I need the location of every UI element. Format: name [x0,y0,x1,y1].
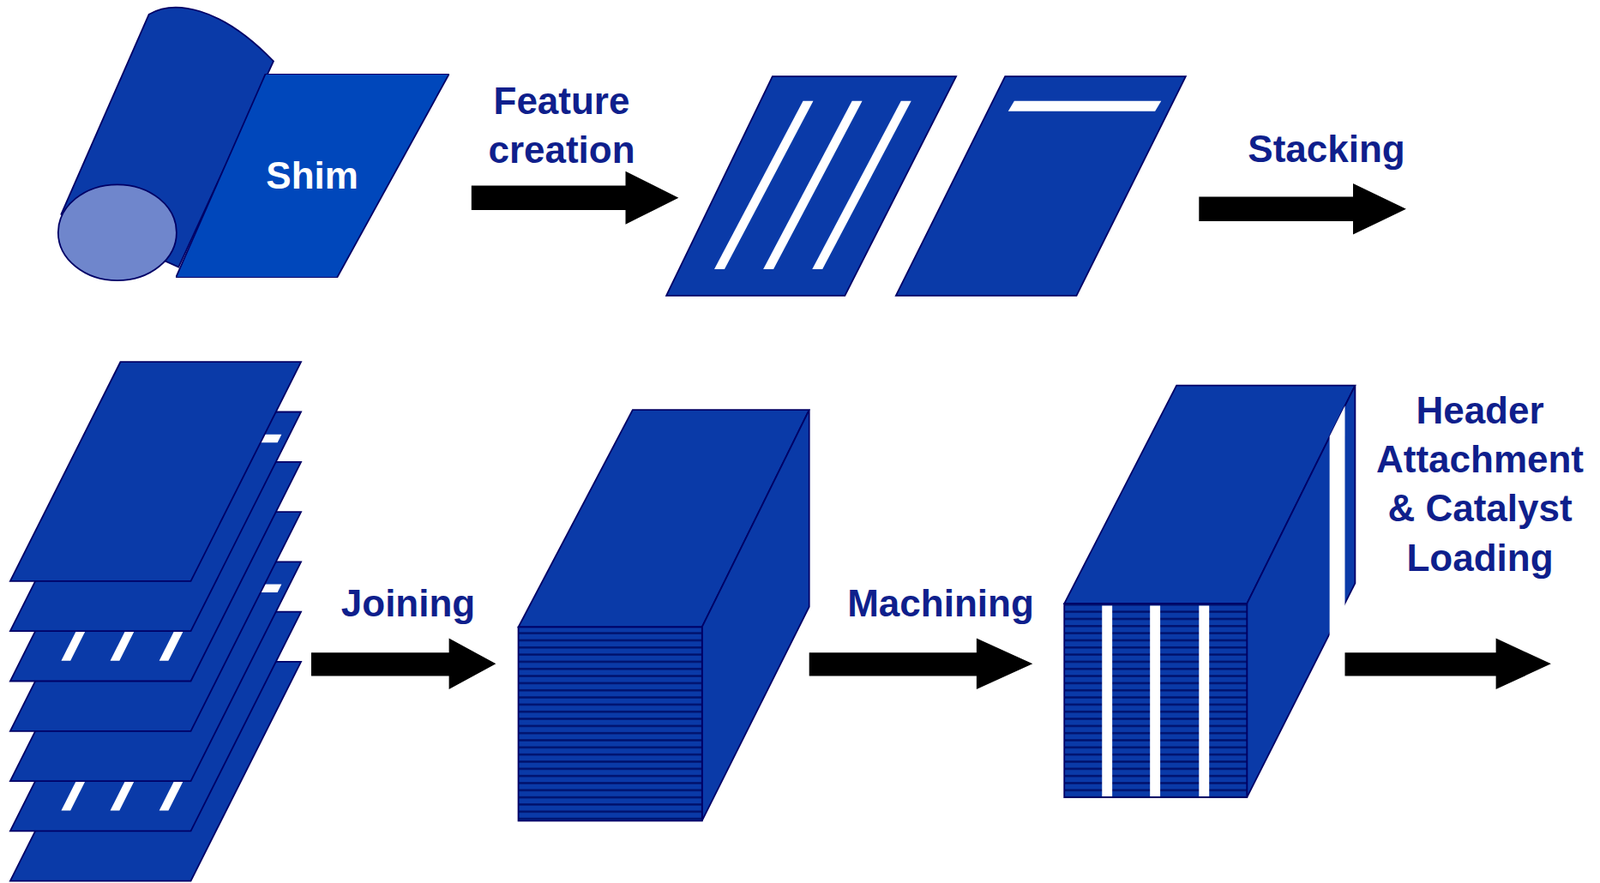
stacked-shim [10,361,301,582]
header-slot-shim [896,76,1186,296]
step-label: Feature creation [458,76,665,175]
joined-block [518,409,810,821]
machined-block [1064,385,1355,799]
shim-sheet: Shim [175,73,450,278]
step-label: Joining [341,579,476,627]
step-label: Machining [847,579,1035,627]
shim-stack [10,361,301,881]
step-label: Stacking [1247,125,1405,173]
step-label: Header Attachment & Catalyst Loading [1367,385,1593,583]
node-text: Shim [265,154,359,198]
process-arrow [311,171,1552,690]
